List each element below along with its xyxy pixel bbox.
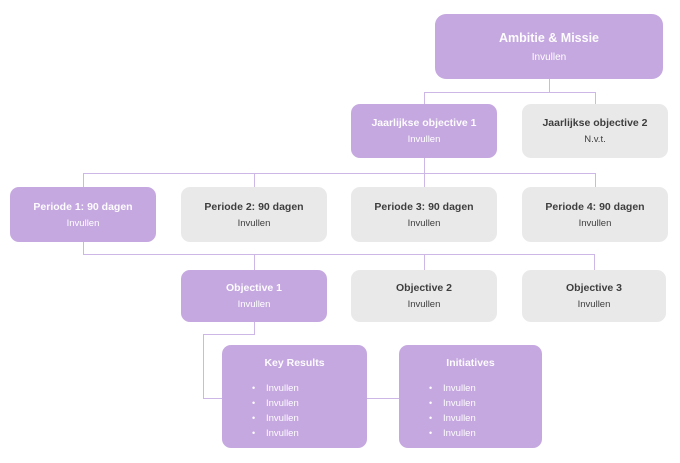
connector-line (203, 334, 204, 398)
bullet-text: Invullen (443, 428, 476, 439)
node-title: Objective 3 (565, 282, 623, 294)
bullet-text: Invullen (266, 413, 299, 424)
node-subtitle: N.v.t. (584, 134, 606, 145)
node-title: Objective 1 (225, 282, 283, 294)
connector-line (83, 254, 594, 255)
node-objective-1[interactable]: Objective 1 Invullen (181, 270, 327, 322)
connector-line (254, 254, 255, 270)
node-title: Periode 2: 90 dagen (204, 200, 304, 213)
initiatives-bullet-list: • Invullen • Invullen • Invullen • Invullen (407, 381, 534, 441)
node-title: Periode 1: 90 dagen (33, 200, 133, 213)
node-periode-3[interactable]: Periode 3: 90 dagen Invullen (351, 187, 497, 242)
connector-line (367, 398, 399, 399)
node-subtitle: Invullen (237, 299, 271, 310)
connector-line (83, 173, 84, 187)
connector-line (424, 158, 425, 173)
bullet-dot-icon: • (252, 398, 256, 408)
bullet-dot-icon: • (429, 413, 433, 423)
node-key-results[interactable]: Key Results • Invullen • Invullen • Invulle… (222, 345, 367, 448)
connector-line (549, 79, 550, 92)
node-objective-2[interactable]: Objective 2 Invullen (351, 270, 497, 322)
connector-line (203, 334, 255, 335)
bullet-dot-icon: • (252, 428, 256, 438)
bullet-dot-icon: • (429, 398, 433, 408)
connector-line (83, 242, 84, 254)
bullet-dot-icon: • (429, 428, 433, 438)
bullet-item: • Invullen (407, 396, 534, 411)
connector-line (595, 173, 596, 187)
bullet-item: • Invullen (407, 426, 534, 441)
node-title: Initiatives (446, 357, 495, 369)
node-title: Periode 3: 90 dagen (374, 200, 474, 213)
node-initiatives[interactable]: Initiatives • Invullen • Invullen • Invulle… (399, 345, 542, 448)
connector-line (424, 173, 425, 187)
node-periode-2[interactable]: Periode 2: 90 dagen Invullen (181, 187, 327, 242)
key-results-bullet-list: • Invullen • Invullen • Invullen • Invullen (230, 381, 359, 441)
node-title: Key Results (264, 357, 325, 369)
bullet-item: • Invullen (230, 396, 359, 411)
bullet-item: • Invullen (230, 381, 359, 396)
bullet-item: • Invullen (407, 411, 534, 426)
node-periode-1[interactable]: Periode 1: 90 dagen Invullen (10, 187, 156, 242)
bullet-item: • Invullen (230, 411, 359, 426)
node-ambitie-missie[interactable]: Ambitie & Missie Invullen (435, 14, 663, 79)
connector-line (83, 173, 596, 174)
bullet-dot-icon: • (252, 413, 256, 423)
node-subtitle: Invullen (407, 217, 441, 229)
bullet-text: Invullen (443, 383, 476, 394)
node-subtitle: Invullen (577, 299, 611, 310)
node-subtitle: Invullen (578, 217, 612, 229)
bullet-dot-icon: • (252, 383, 256, 393)
node-title: Jaarlijkse objective 1 (371, 117, 477, 129)
bullet-dot-icon: • (429, 383, 433, 393)
node-title: Jaarlijkse objective 2 (542, 117, 648, 129)
bullet-item: • Invullen (407, 381, 534, 396)
connector-line (254, 322, 255, 334)
bullet-text: Invullen (443, 398, 476, 409)
connector-line (595, 92, 596, 104)
connector-line (424, 92, 425, 104)
node-subtitle: Invullen (66, 217, 100, 229)
bullet-text: Invullen (266, 383, 299, 394)
node-objective-3[interactable]: Objective 3 Invullen (522, 270, 666, 322)
node-jaarlijkse-objective-1[interactable]: Jaarlijkse objective 1 Invullen (351, 104, 497, 158)
connector-line (594, 254, 595, 270)
node-jaarlijkse-objective-2[interactable]: Jaarlijkse objective 2 N.v.t. (522, 104, 668, 158)
connector-line (424, 254, 425, 270)
connector-line (203, 398, 222, 399)
node-title: Ambitie & Missie (498, 30, 600, 45)
node-subtitle: Invullen (407, 134, 441, 145)
connector-line (424, 92, 596, 93)
connector-line (254, 173, 255, 187)
node-subtitle: Invullen (531, 51, 567, 63)
bullet-text: Invullen (266, 398, 299, 409)
node-title: Objective 2 (395, 282, 453, 294)
node-title: Periode 4: 90 dagen (545, 200, 645, 213)
node-subtitle: Invullen (407, 299, 441, 310)
bullet-text: Invullen (266, 428, 299, 439)
bullet-text: Invullen (443, 413, 476, 424)
bullet-item: • Invullen (230, 426, 359, 441)
node-subtitle: Invullen (237, 217, 271, 229)
node-periode-4[interactable]: Periode 4: 90 dagen Invullen (522, 187, 668, 242)
